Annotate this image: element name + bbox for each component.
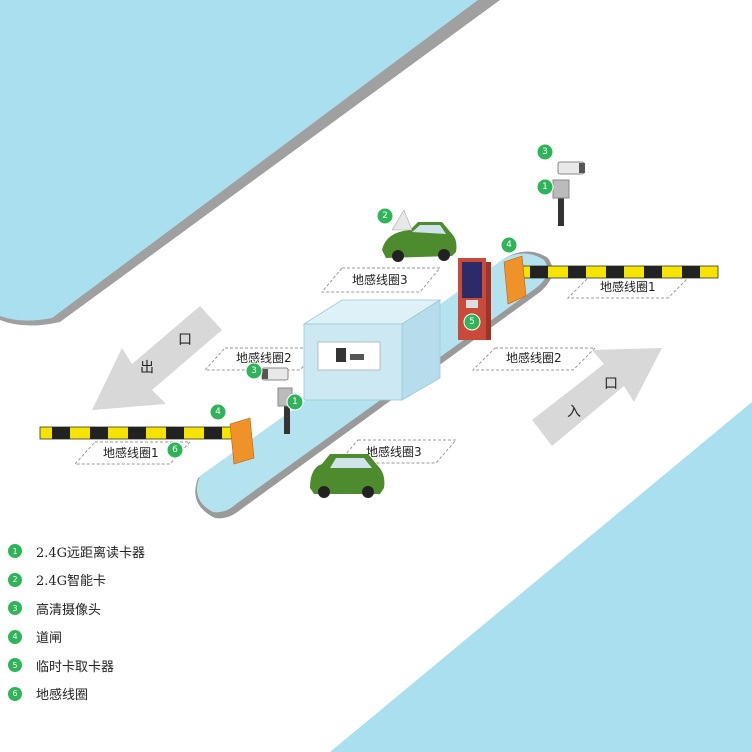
badge-4-left: 4: [209, 403, 227, 421]
legend-text: 2.4G远距离读卡器: [36, 545, 146, 561]
loop3-top-area: [320, 267, 442, 293]
svg-text:3: 3: [251, 366, 257, 376]
svg-text:2: 2: [382, 211, 388, 221]
left-camera-post: [261, 367, 293, 434]
legend-item: 3 高清摄像头: [8, 594, 145, 623]
loop1-left-label: 地感线圈1: [103, 445, 159, 460]
legend: 1 2.4G远距离读卡器 2 2.4G智能卡 3 高清摄像头 4 道闸 5 临时…: [8, 537, 145, 708]
svg-text:1: 1: [542, 182, 548, 192]
svg-text:1: 1: [292, 397, 298, 407]
svg-text:3: 3: [542, 147, 548, 157]
entry-arrow: 口 入: [532, 348, 662, 446]
legend-item: 2 2.4G智能卡: [8, 566, 145, 595]
legend-text: 道闸: [36, 631, 63, 647]
bottom-right-shape: [330, 402, 752, 752]
exit-arrow-char2: 出: [140, 360, 154, 376]
badge-6-left: 6: [166, 441, 184, 459]
badge-3-right: 3: [536, 143, 554, 161]
legend-badge: 4: [8, 629, 22, 644]
loop2-left-label: 地感线圈2: [236, 350, 292, 365]
svg-text:5: 5: [469, 317, 475, 327]
loop2-right-label: 地感线圈2: [506, 350, 562, 365]
loop2-right-area: [471, 347, 597, 371]
toll-booth: [302, 299, 442, 401]
legend-text: 2.4G智能卡: [36, 574, 107, 590]
loop3-top-label: 地感线圈3: [352, 272, 408, 287]
exit-arrow-char1: 口: [178, 332, 192, 348]
badge-3-left: 3: [245, 362, 263, 380]
exit-arrow: 口 出: [92, 306, 222, 410]
entry-arrow-char1: 口: [604, 376, 618, 392]
legend-item: 4 道闸: [8, 623, 145, 652]
legend-badge: 2: [8, 572, 22, 587]
badge-2-top-car: 2: [376, 207, 394, 225]
legend-item: 1 2.4G远距离读卡器: [8, 537, 145, 566]
badge-5-kiosk: 5: [463, 313, 481, 331]
loop1-right-label: 地感线圈1: [600, 279, 656, 294]
legend-badge: 6: [8, 686, 22, 701]
left-barrier: [39, 417, 255, 465]
legend-badge: 3: [8, 601, 22, 616]
legend-text: 地感线圈: [36, 688, 89, 704]
badge-1-left: 1: [286, 393, 304, 411]
right-barrier: [503, 255, 719, 305]
legend-text: 高清摄像头: [36, 602, 102, 618]
top-left-shape: [0, 0, 478, 321]
bottom-car: [310, 454, 385, 498]
top-car: [382, 209, 457, 262]
svg-text:4: 4: [215, 407, 221, 417]
loop3-bottom-label: 地感线圈3: [366, 444, 422, 459]
legend-text: 临时卡取卡器: [36, 659, 115, 675]
entry-arrow-char2: 入: [567, 404, 581, 420]
badge-1-right: 1: [536, 178, 554, 196]
legend-item: 5 临时卡取卡器: [8, 651, 145, 680]
svg-text:6: 6: [172, 445, 178, 455]
badge-4-right: 4: [500, 236, 518, 254]
legend-badge: 1: [8, 544, 22, 559]
right-camera-post: [552, 161, 585, 226]
legend-badge: 5: [8, 658, 22, 673]
svg-text:4: 4: [506, 240, 512, 250]
legend-item: 6 地感线圈: [8, 680, 145, 709]
